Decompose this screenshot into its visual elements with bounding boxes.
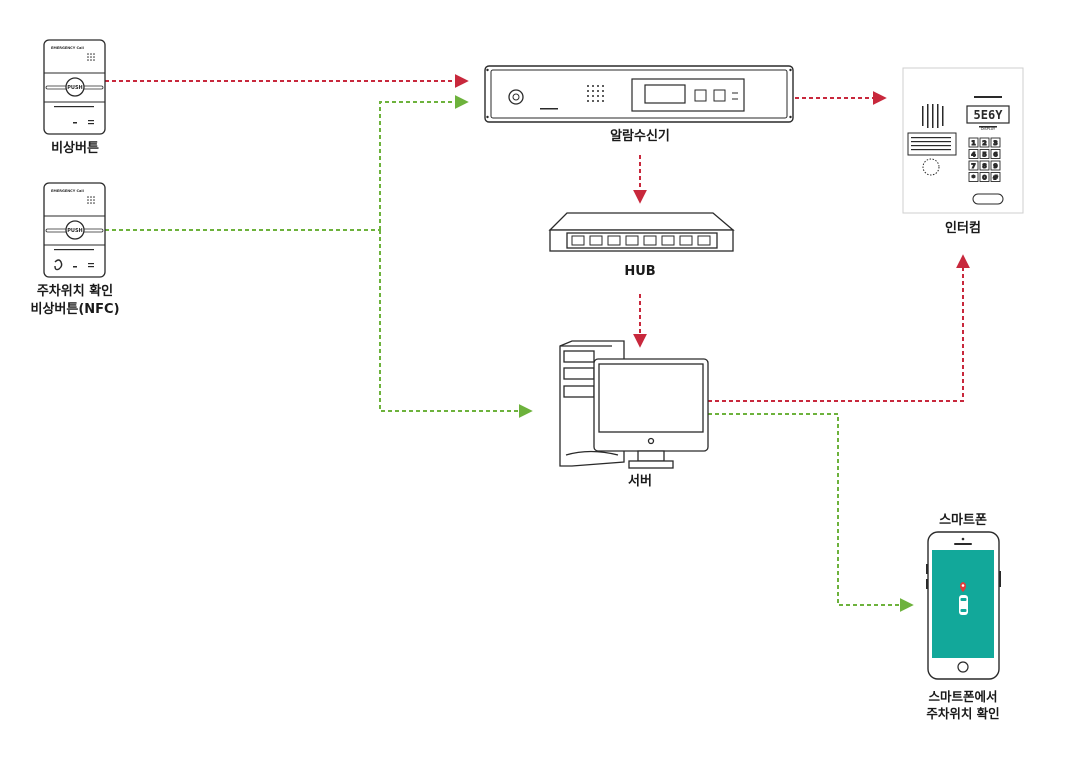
line-trunk-to-server <box>379 230 533 418</box>
intercom-key-label: 2 <box>982 139 987 147</box>
intercom-key-label: 7 <box>971 162 976 170</box>
smartphone-label-line1: 스마트폰에서 <box>928 689 998 704</box>
intercom-key-label: 4 <box>971 151 976 159</box>
intercom-display-caption: DISPLAY <box>981 127 996 131</box>
intercom-key-label: 9 <box>993 162 998 170</box>
emergency-button-push-text: PUSH <box>67 85 83 91</box>
smartphone-icon <box>926 531 1001 680</box>
intercom-key <box>979 149 990 159</box>
nfc-button-label-line2: 비상버튼(NFC) <box>30 302 120 317</box>
server-label: 서버 <box>628 474 652 489</box>
line-server-to-smartphone <box>708 413 914 612</box>
location-pin-icon <box>960 582 966 592</box>
intercom-key-label: 6 <box>993 151 998 159</box>
intercom-label: 인터컴 <box>945 221 981 236</box>
intercom-key <box>979 172 990 182</box>
smartphone-label-line2: 주차위치 확인 <box>926 706 1000 721</box>
intercom-key-label: 1 <box>971 139 976 147</box>
car-icon <box>959 595 968 615</box>
nfc-button-label-line1: 주차위치 확인 <box>36 284 114 299</box>
intercom-key <box>990 149 1001 159</box>
intercom-key-label: * <box>972 174 976 182</box>
alarm-receiver-icon <box>484 65 794 123</box>
intercom-key-label: 5 <box>982 151 987 159</box>
network-hub-icon <box>548 212 735 252</box>
emergency-button-label: 비상버튼 <box>51 141 99 156</box>
connector-lines <box>105 74 970 612</box>
hub-label: HUB <box>624 264 656 279</box>
intercom-key <box>968 137 979 148</box>
intercom-key <box>990 160 1001 171</box>
intercom-key-label: # <box>993 174 998 182</box>
alarm-receiver-label: 알람수신기 <box>610 129 670 144</box>
intercom-key <box>979 137 990 148</box>
nfc-button-push-text: PUSH <box>67 228 83 234</box>
intercom-key <box>979 160 990 171</box>
intercom-key-label: 8 <box>982 162 987 170</box>
intercom-key <box>968 160 979 171</box>
line-server-to-intercom <box>708 254 970 402</box>
intercom-key-label: 0 <box>982 174 987 182</box>
emergency-button-icon: EMERGENCY Call PUSH <box>43 39 106 135</box>
nfc-emergency-button-icon: EMERGENCY Call PUSH <box>43 182 106 278</box>
intercom-key-label: 3 <box>993 139 998 147</box>
intercom-key <box>990 137 1001 148</box>
intercom-key <box>968 149 979 159</box>
nfc-button-panel-text: EMERGENCY Call <box>51 189 84 193</box>
line-trunk-to-receiver <box>379 95 469 230</box>
intercom-display-text: 5E6Y <box>974 108 1004 122</box>
intercom-key <box>990 172 1001 182</box>
emergency-button-panel-text: EMERGENCY Call <box>51 46 84 50</box>
server-computer-icon <box>559 340 709 469</box>
intercom-key <box>968 172 979 182</box>
nfc-symbol-icon <box>54 259 63 271</box>
smartphone-title: 스마트폰 <box>939 513 987 528</box>
